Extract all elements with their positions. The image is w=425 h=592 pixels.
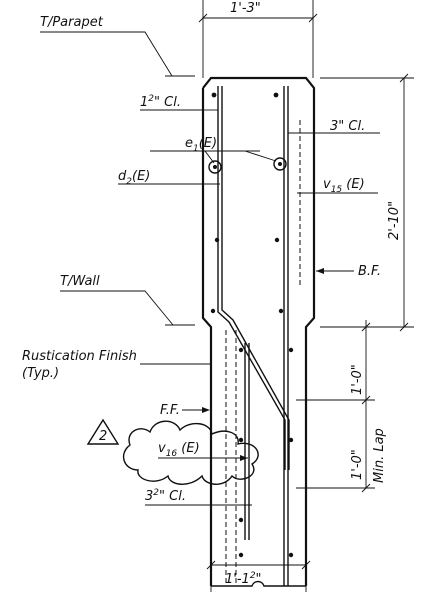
rustication-label-1: Rustication Finish: [22, 349, 137, 364]
revision-triangle-icon: [86, 418, 120, 445]
cl-3-label: 3" Cl.: [330, 119, 365, 134]
tick: [361, 395, 371, 405]
v15-label: v15 (E): [323, 177, 365, 195]
one-ft-b-label: 1'-0": [350, 449, 365, 480]
bar-dot: [274, 237, 280, 243]
e1-leader-b: [244, 150, 277, 162]
min-lap-label: Min. Lap: [372, 428, 387, 483]
bf-arrow: [316, 268, 324, 274]
bar-dot: [288, 347, 294, 353]
ff-arrow: [202, 407, 210, 413]
top-width-label: 1'-3": [230, 1, 261, 16]
tick: [361, 483, 371, 493]
bf-label: B.F.: [358, 264, 381, 279]
wall-outline-left: [201, 88, 213, 586]
revision-cloud: [122, 420, 259, 485]
tick: [399, 73, 409, 83]
break-line: [211, 580, 306, 587]
tick: [399, 322, 409, 332]
front-bar-d2-outer: [221, 86, 290, 470]
wall-leader: [60, 290, 174, 326]
e1-bar-circle: [208, 160, 222, 174]
one-ft-a-label: 1'-0": [350, 364, 365, 395]
height-label: 2'-10": [387, 201, 402, 240]
v16-label: v16 (E): [158, 441, 200, 459]
bar-dot: [238, 552, 244, 558]
rustication-label-2: (Typ.): [22, 366, 59, 381]
e1-label: e1(E): [185, 136, 217, 154]
wall-outline-right: [202, 76, 316, 586]
parapet-leader: [40, 31, 173, 77]
tick: [206, 560, 216, 570]
e1-bar-dot: [278, 162, 282, 166]
bar-dot: [238, 517, 244, 523]
bar-dot: [238, 437, 244, 443]
tick: [308, 13, 318, 23]
e1-bar-circle: [273, 157, 287, 171]
revision-number: 2: [99, 429, 107, 444]
ff-label: F.F.: [160, 403, 180, 418]
parapet-label: T/Parapet: [40, 15, 104, 30]
cl-top-label: 12" Cl.: [140, 94, 181, 110]
bottom-width-label: 1'-12": [225, 571, 262, 587]
bar-dot: [238, 347, 244, 353]
e1-leader-a: [204, 150, 215, 164]
bar-dot: [278, 308, 284, 314]
bar-dot: [288, 552, 294, 558]
bar-dot: [211, 92, 217, 98]
cl-35-label: 32" Cl.: [145, 488, 186, 504]
bar-dot: [210, 308, 216, 314]
bar-dot: [288, 437, 294, 443]
e1-bar-dot: [213, 165, 217, 169]
front-bar-d2: [217, 86, 286, 470]
tick: [301, 560, 311, 570]
bar-dot: [273, 92, 279, 98]
d2-label: d2(E): [118, 169, 150, 187]
tick: [198, 13, 208, 23]
bar-dot: [214, 237, 220, 243]
tick: [361, 322, 371, 332]
v16-arrow: [240, 455, 248, 461]
wall-label: T/Wall: [60, 274, 100, 289]
